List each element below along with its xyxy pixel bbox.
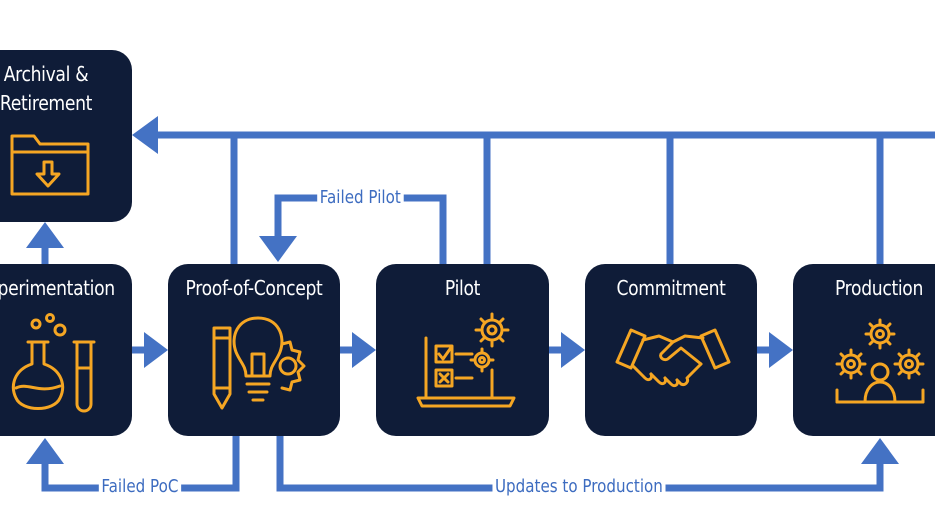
stage-poc-title: Proof-of-Concept	[185, 276, 323, 300]
failed-poc-label: Failed PoC	[98, 476, 181, 498]
stage-pilot-title: Pilot	[444, 276, 481, 300]
stage-production: Production	[793, 264, 935, 436]
handshake-icon	[615, 328, 731, 388]
stage-poc: Proof-of-Concept	[168, 264, 340, 436]
arrowhead-archival-up	[26, 222, 64, 248]
stage-archival-title: Archival & Retirement	[0, 62, 93, 115]
arrowhead-production	[861, 438, 899, 464]
stage-commitment-title: Commitment	[616, 276, 726, 300]
arrowhead-to-pilot	[352, 332, 376, 368]
team-gears-icon	[835, 318, 925, 404]
stage-archival: Archival & Retirement	[0, 50, 132, 222]
stage-commitment: Commitment	[585, 264, 757, 436]
stage-production-title: Production	[834, 276, 924, 300]
lightbulb-pencil-gear-icon	[212, 316, 306, 410]
lab-flask-test-tube-icon	[11, 313, 96, 413]
arrowhead-failed-pilot	[259, 236, 297, 262]
arrowhead-archival	[132, 116, 158, 154]
failed-pilot-label: Failed Pilot	[317, 187, 404, 209]
folder-download-icon	[10, 134, 90, 196]
stage-pilot: Pilot	[376, 264, 549, 436]
stage-experimentation-title: Experimentation	[0, 276, 115, 300]
stage-experimentation: Experimentation	[0, 264, 132, 436]
arrowhead-to-poc	[144, 332, 168, 368]
arrowhead-to-production	[769, 332, 793, 368]
arrowhead-to-commitment	[561, 332, 585, 368]
laptop-checklist-gears-icon	[416, 312, 516, 408]
arrowhead-failed-poc	[26, 438, 64, 464]
updates-label: Updates to Production	[492, 476, 666, 498]
